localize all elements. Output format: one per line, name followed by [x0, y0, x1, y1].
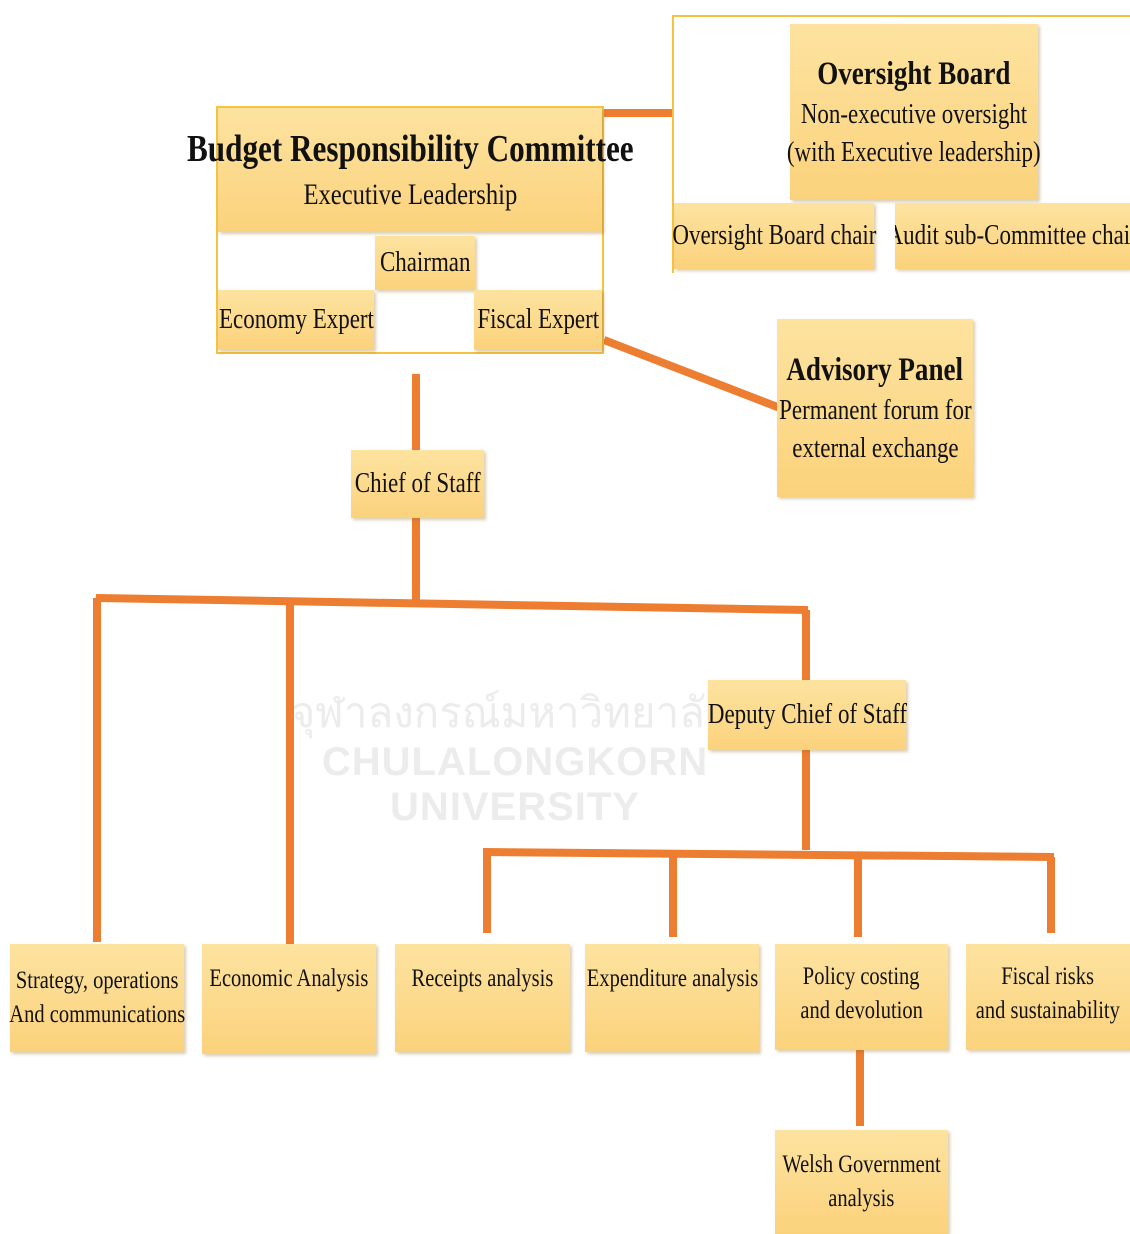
advisory-line2: external exchange — [791, 433, 959, 465]
committee-advisory-connector — [602, 336, 782, 412]
unit-strategy-line1: Strategy, operations — [15, 967, 179, 995]
chairman-box: Chairman — [375, 236, 475, 290]
oversight-chair-box: Oversight Board chair — [671, 203, 877, 269]
unit-strategy: Strategy, operations And communications — [9, 944, 185, 1052]
oversight-line1: Non-executive oversight — [800, 99, 1028, 131]
committee-header: Budget Responsibility Committee Executiv… — [187, 108, 633, 232]
unit-policy-line2: and devolution — [800, 996, 923, 1024]
unit-fiscal-risks-line2: and sustainability — [975, 996, 1121, 1024]
chief-of-staff-box: Chief of Staff — [351, 450, 484, 518]
fiscal-expert-box: Fiscal Expert — [474, 290, 602, 350]
watermark-english: CHULALONGKORN UNIVERSITY — [321, 740, 709, 829]
deputy-chief-of-staff-label: Deputy Chief of Staff — [707, 699, 907, 731]
deputy-chief-of-staff-box: Deputy Chief of Staff — [707, 680, 907, 750]
unit-fiscal-risks: Fiscal risks and sustainability — [966, 944, 1130, 1050]
lower-horizontal-bar — [482, 848, 1055, 861]
unit-receipts: Receipts analysis — [395, 944, 570, 1052]
oversight-title: Oversight Board — [817, 55, 1011, 92]
unit-expenditure: Expenditure analysis — [585, 944, 759, 1052]
unit-economic-line1: Economic Analysis — [209, 965, 369, 992]
watermark-thai: จุฬาลงกรณ์มหาวิทยาลัย — [290, 689, 730, 736]
unit-strategy-line2: And communications — [9, 1001, 185, 1028]
main-horizontal-bar — [95, 594, 809, 614]
unit-welsh: Welsh Government analysis — [775, 1130, 948, 1234]
chief-of-staff-label: Chief of Staff — [354, 468, 481, 500]
unit-welsh-line2: analysis — [828, 1185, 895, 1212]
committee-subtitle: Executive Leadership — [303, 178, 517, 212]
unit-welsh-line1: Welsh Government — [782, 1151, 941, 1179]
advisory-panel-box: Advisory Panel Permanent forum for exter… — [777, 319, 973, 497]
oversight-header: Oversight Board Non-executive oversight … — [787, 24, 1041, 200]
oversight-chair-label: Oversight Board chair — [671, 220, 877, 252]
unit-expenditure-line1: Expenditure analysis — [586, 965, 758, 992]
economy-expert-label: Economy Expert — [218, 304, 374, 336]
unit-policy-line1: Policy costing — [803, 963, 920, 990]
advisory-title: Advisory Panel — [786, 351, 964, 388]
fiscal-expert-label: Fiscal Expert — [477, 304, 599, 336]
chairman-label: Chairman — [379, 247, 471, 279]
oversight-line2: (with Executive leadership) — [787, 137, 1041, 169]
audit-chair-box: Audit sub-Committee chair — [895, 203, 1130, 269]
unit-receipts-line1: Receipts analysis — [411, 965, 554, 992]
unit-fiscal-risks-line1: Fiscal risks — [1001, 963, 1095, 990]
advisory-line1: Permanent forum for — [778, 395, 972, 427]
unit-economic: Economic Analysis — [202, 944, 376, 1054]
economy-expert-box: Economy Expert — [218, 290, 374, 350]
committee-title: Budget Responsibility Committee — [186, 128, 634, 171]
audit-chair-label: Audit sub-Committee chair — [895, 220, 1130, 252]
unit-policy: Policy costing and devolution — [775, 944, 948, 1050]
